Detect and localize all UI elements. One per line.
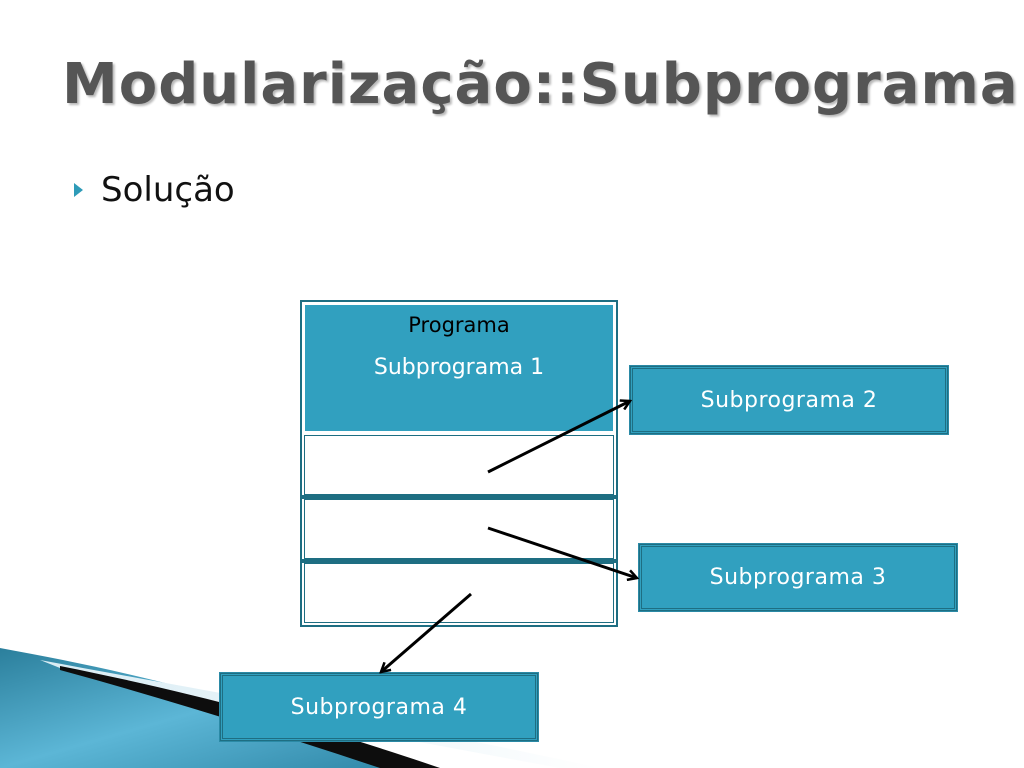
program-slot-3 (304, 563, 614, 623)
triangle-bullet-icon (74, 183, 83, 197)
subprogram-2-box: Subprograma 2 (629, 365, 949, 435)
program-box: Programa Subprograma 1 (300, 300, 618, 627)
subprogram-1-label: Subprograma 1 (373, 355, 545, 380)
slot-divider (302, 559, 616, 563)
arrow-to-subprogram-4 (381, 592, 472, 672)
slide-title: Modularização::Subprograma (62, 52, 1019, 117)
subprogram-2-label: Subprograma 2 (700, 387, 878, 413)
subprogram-4-label: Subprograma 4 (290, 694, 468, 720)
bullet-item: Solução (74, 170, 235, 210)
program-slot-1 (304, 435, 614, 495)
program-header: Programa Subprograma 1 (304, 304, 614, 432)
subprogram-3-box: Subprograma 3 (638, 543, 958, 612)
program-label: Programa (408, 313, 510, 337)
bullet-text: Solução (101, 170, 235, 210)
subprogram-4-box: Subprograma 4 (219, 672, 539, 742)
arrow-to-subprogram-3 (487, 526, 637, 578)
program-slot-2 (304, 499, 614, 559)
subprogram-3-label: Subprograma 3 (709, 565, 887, 590)
arrow-to-subprogram-2 (487, 401, 630, 474)
slot-divider (302, 495, 616, 499)
